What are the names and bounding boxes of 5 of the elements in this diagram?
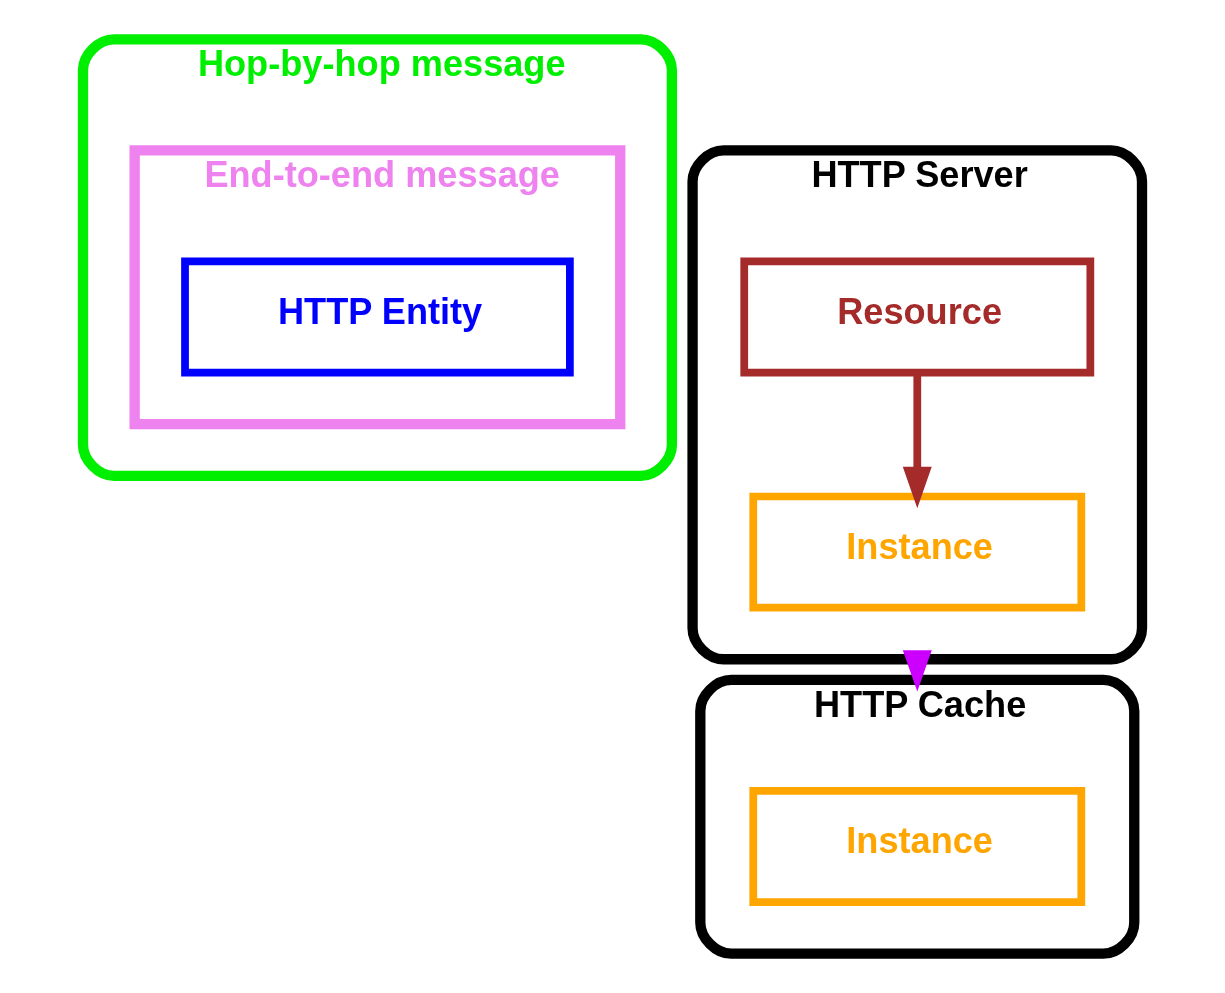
node-box: Resource	[740, 257, 1095, 377]
arrow	[902, 650, 932, 692]
node-box: HTTP Entity	[181, 257, 574, 377]
node-box: Instance	[749, 787, 1086, 906]
node-box: Instance	[749, 492, 1086, 612]
